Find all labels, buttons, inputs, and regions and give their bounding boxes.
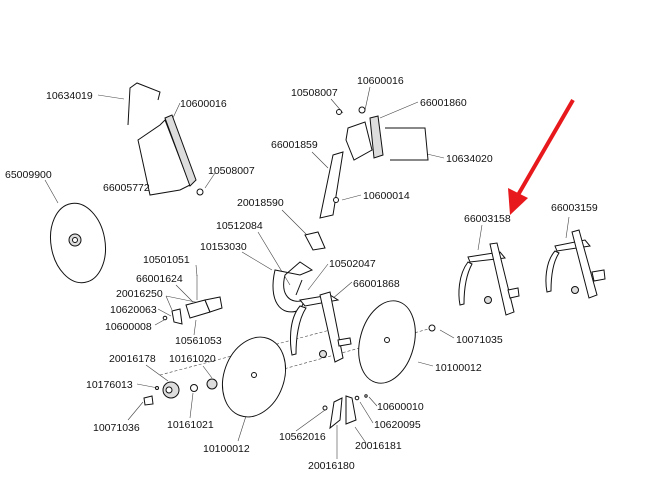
shank-66003159 — [545, 229, 606, 299]
part-label: 10562016 — [279, 431, 326, 443]
part-label: 66003158 — [464, 213, 511, 225]
scraper-66001624 — [162, 275, 223, 325]
part-label: 10620095 — [374, 419, 421, 431]
arm-66001859 — [304, 151, 344, 251]
disc-10100012-right — [358, 300, 436, 384]
part-label: 10501051 — [143, 254, 190, 266]
part-label: 20016180 — [308, 460, 355, 472]
scrapers-20016180-20016181 — [322, 394, 368, 430]
part-label: 10508007 — [208, 165, 255, 177]
part-label: 66001860 — [420, 97, 467, 109]
part-label: 10620063 — [110, 304, 157, 316]
part-label: 10600008 — [105, 321, 152, 333]
part-label: 66003159 — [551, 202, 598, 214]
part-label: 10100012 — [435, 362, 482, 374]
highlight-arrow — [508, 98, 575, 215]
part-label: 10161020 — [169, 353, 216, 365]
part-labels: 10634019 10600016 10508007 66005772 6500… — [5, 75, 598, 472]
part-label: 10512084 — [216, 220, 263, 232]
part-label: 20018590 — [237, 197, 284, 209]
part-label: 10634020 — [446, 153, 493, 165]
part-label: 10508007 — [291, 87, 338, 99]
part-label: 10176013 — [86, 379, 133, 391]
part-label: 10161021 — [167, 419, 214, 431]
part-label: 66005772 — [103, 182, 150, 194]
part-label: 20016181 — [355, 440, 402, 452]
bracket-10634019 — [127, 82, 204, 196]
part-label: 20016250 — [116, 288, 163, 300]
part-label: 10600016 — [180, 98, 227, 110]
clamp-66001860 — [336, 106, 429, 161]
part-label: 66001868 — [353, 278, 400, 290]
part-label: 20016178 — [109, 353, 156, 365]
disc-10100012-left — [222, 336, 286, 418]
part-label: 10600016 — [357, 75, 404, 87]
part-label: 10071036 — [93, 422, 140, 434]
part-label: 66001624 — [136, 273, 183, 285]
part-label: 10100012 — [203, 443, 250, 455]
part-label: 10561053 — [175, 335, 222, 347]
part-label: 10634019 — [46, 90, 93, 102]
part-label: 66001859 — [271, 139, 318, 151]
disc-65009900 — [50, 202, 106, 284]
shank-66003158 — [458, 242, 520, 316]
part-label: 10600014 — [363, 190, 410, 202]
part-label: 10600010 — [377, 401, 424, 413]
shank-66001868 — [289, 291, 352, 363]
part-label: 65009900 — [5, 169, 52, 181]
part-label: 10502047 — [329, 258, 376, 270]
hub-assembly — [143, 378, 218, 406]
part-label: 10153030 — [200, 241, 247, 253]
part-label: 10071035 — [456, 334, 503, 346]
